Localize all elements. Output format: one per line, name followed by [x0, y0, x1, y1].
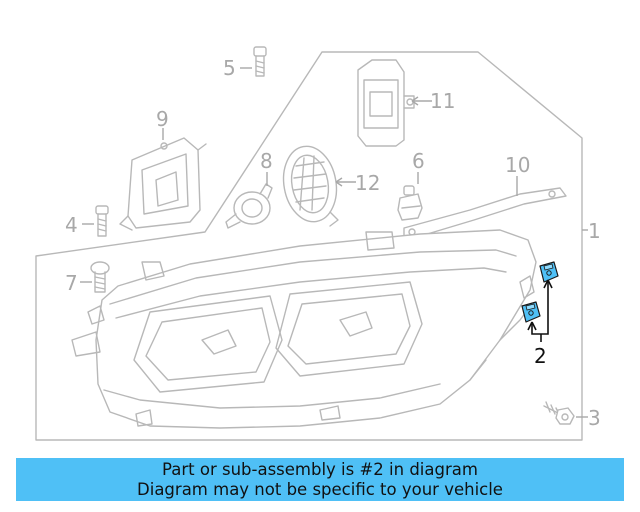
banner-line-part: Part or sub-assembly is #2 in diagram	[162, 460, 478, 479]
callout-7: 7	[65, 271, 78, 295]
callout-11: 11	[430, 89, 455, 113]
screw-part-7	[90, 261, 110, 293]
callout-4: 4	[65, 213, 78, 237]
callout-1: 1	[588, 219, 601, 243]
control-module-part-9	[119, 137, 207, 231]
led-module-part-11	[357, 59, 415, 147]
callout-3: 3	[588, 406, 601, 430]
dust-cover-part-12	[282, 145, 339, 227]
callout-5: 5	[223, 56, 236, 80]
callout-10: 10	[505, 153, 530, 177]
headlamp-assembly	[71, 229, 537, 429]
info-banner: Part or sub-assembly is #2 in diagram Di…	[16, 458, 624, 501]
callout-6: 6	[412, 149, 425, 173]
banner-line-disclaimer: Diagram may not be specific to your vehi…	[137, 480, 503, 499]
screw-part-5	[253, 46, 267, 77]
screw-part-4	[95, 205, 109, 237]
callout-2: 2	[534, 344, 547, 368]
bulb-socket-part-8	[225, 183, 273, 229]
callout-8: 8	[260, 149, 273, 173]
parts-diagram: 5 11 9 8 12	[35, 46, 601, 441]
clip-part-2-upper	[539, 261, 559, 283]
callout-9: 9	[156, 107, 169, 131]
assembly-outline	[35, 51, 583, 441]
bolt-part-3	[543, 401, 575, 425]
connector-part-6	[397, 185, 423, 221]
clip-part-2-lower	[521, 301, 541, 323]
leader-2	[531, 280, 549, 335]
callout-12: 12	[355, 171, 380, 195]
